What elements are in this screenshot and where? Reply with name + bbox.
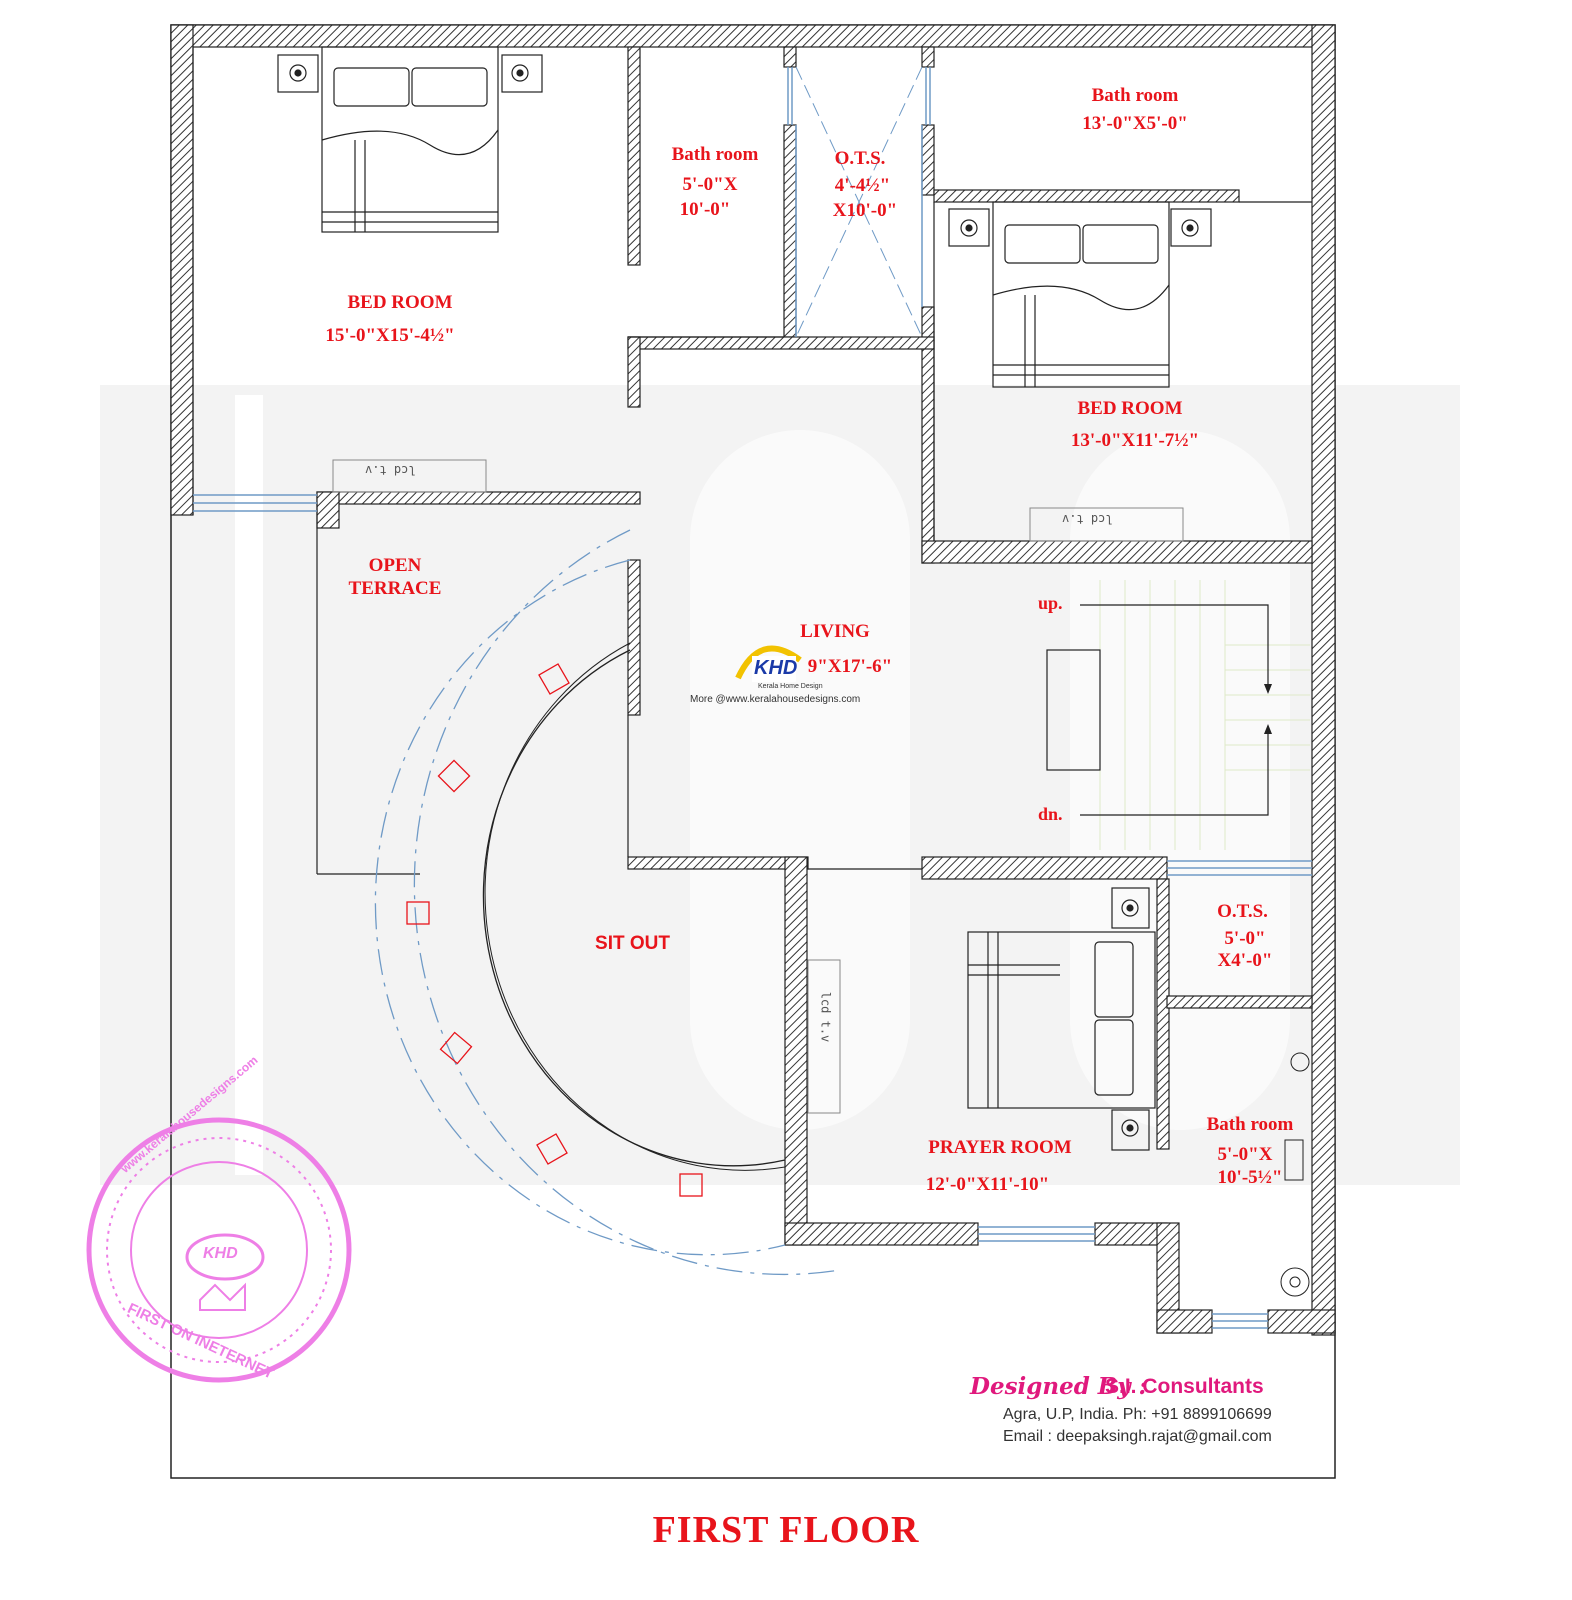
khd-tagline: Kerala Home Design [758, 683, 823, 690]
ots-2-name: O.T.S. [1217, 901, 1268, 922]
partition-lines [192, 47, 1312, 875]
bed-furniture [277, 46, 1212, 1151]
bedroom-2-name: BED ROOM [1077, 398, 1183, 419]
sit-out-curve [374, 529, 841, 1276]
khd-site: More @www.keralahousedesigns.com [690, 694, 861, 705]
stamp-logo-text: KHD [203, 1245, 238, 1262]
bathroom-3-size-2: 10'-5½" [1217, 1167, 1283, 1188]
bedroom-1-size: 15'-0"X15'-4½" [325, 325, 455, 346]
bedroom-2-size: 13'-0"X11'-7½" [1070, 430, 1200, 451]
ots-1-size-2: X10'-0" [832, 200, 898, 221]
ots-2-size-2: X4'-0" [1217, 950, 1273, 971]
tv-label-3: lcd t.v [818, 991, 833, 1043]
tv-label-1: lcd t.v [365, 463, 416, 477]
living-name: LIVING [800, 621, 870, 642]
sit-out-name: SIT OUT [595, 933, 670, 954]
ots-1-size-1: 4'-4½" [834, 175, 891, 196]
designer-email: Email : deepaksingh.rajat@gmail.com [1003, 1428, 1272, 1445]
floor-title: FIRST FLOOR [652, 1509, 920, 1551]
prayer-room-name: PRAYER ROOM [928, 1137, 1072, 1158]
curve-columns [406, 663, 703, 1197]
bathroom-1-name: Bath room [671, 144, 759, 165]
bathroom-2-name: Bath room [1091, 85, 1179, 106]
designer-company: S.I. Consultants [1105, 1375, 1264, 1398]
ots-2-size-1: 5'-0" [1224, 928, 1266, 949]
ots-diagonals [795, 66, 923, 338]
bathroom-1-size-1: 5'-0"X [682, 174, 738, 195]
bath-fixtures [1280, 1052, 1310, 1297]
bathroom-3-name: Bath room [1206, 1114, 1294, 1135]
windows [193, 67, 1312, 1329]
khd-logo [735, 645, 802, 682]
khd-logo-text: KHD [754, 657, 798, 679]
background-watermark [100, 385, 1460, 1185]
bedroom-1-name: BED ROOM [347, 292, 453, 313]
bathroom-1-size-2: 10'-0" [679, 199, 731, 220]
ots-1-name: O.T.S. [834, 148, 886, 169]
open-terrace-name-1: OPEN [368, 555, 422, 576]
walls [170, 24, 1336, 1336]
designed-by-label: Designed By : [970, 1373, 1148, 1400]
tv-units [332, 459, 1184, 1114]
bathroom-3-size-1: 5'-0"X [1217, 1144, 1273, 1165]
stair-up-label: up. [1038, 593, 1063, 613]
living-size: 9"X17'-6" [807, 656, 893, 677]
tv-label-2: lcd t.v [1062, 512, 1113, 526]
designer-address: Agra, U.P, India. Ph: +91 8899106699 [1003, 1406, 1272, 1423]
pink-stamp [86, 1117, 352, 1383]
bathroom-2-size: 13'-0"X5'-0" [1082, 113, 1188, 134]
stair-down-label: dn. [1038, 804, 1063, 824]
open-terrace-name-2: TERRACE [348, 578, 442, 599]
staircase [1046, 580, 1310, 850]
prayer-room-size: 12'-0"X11'-10" [925, 1174, 1050, 1195]
